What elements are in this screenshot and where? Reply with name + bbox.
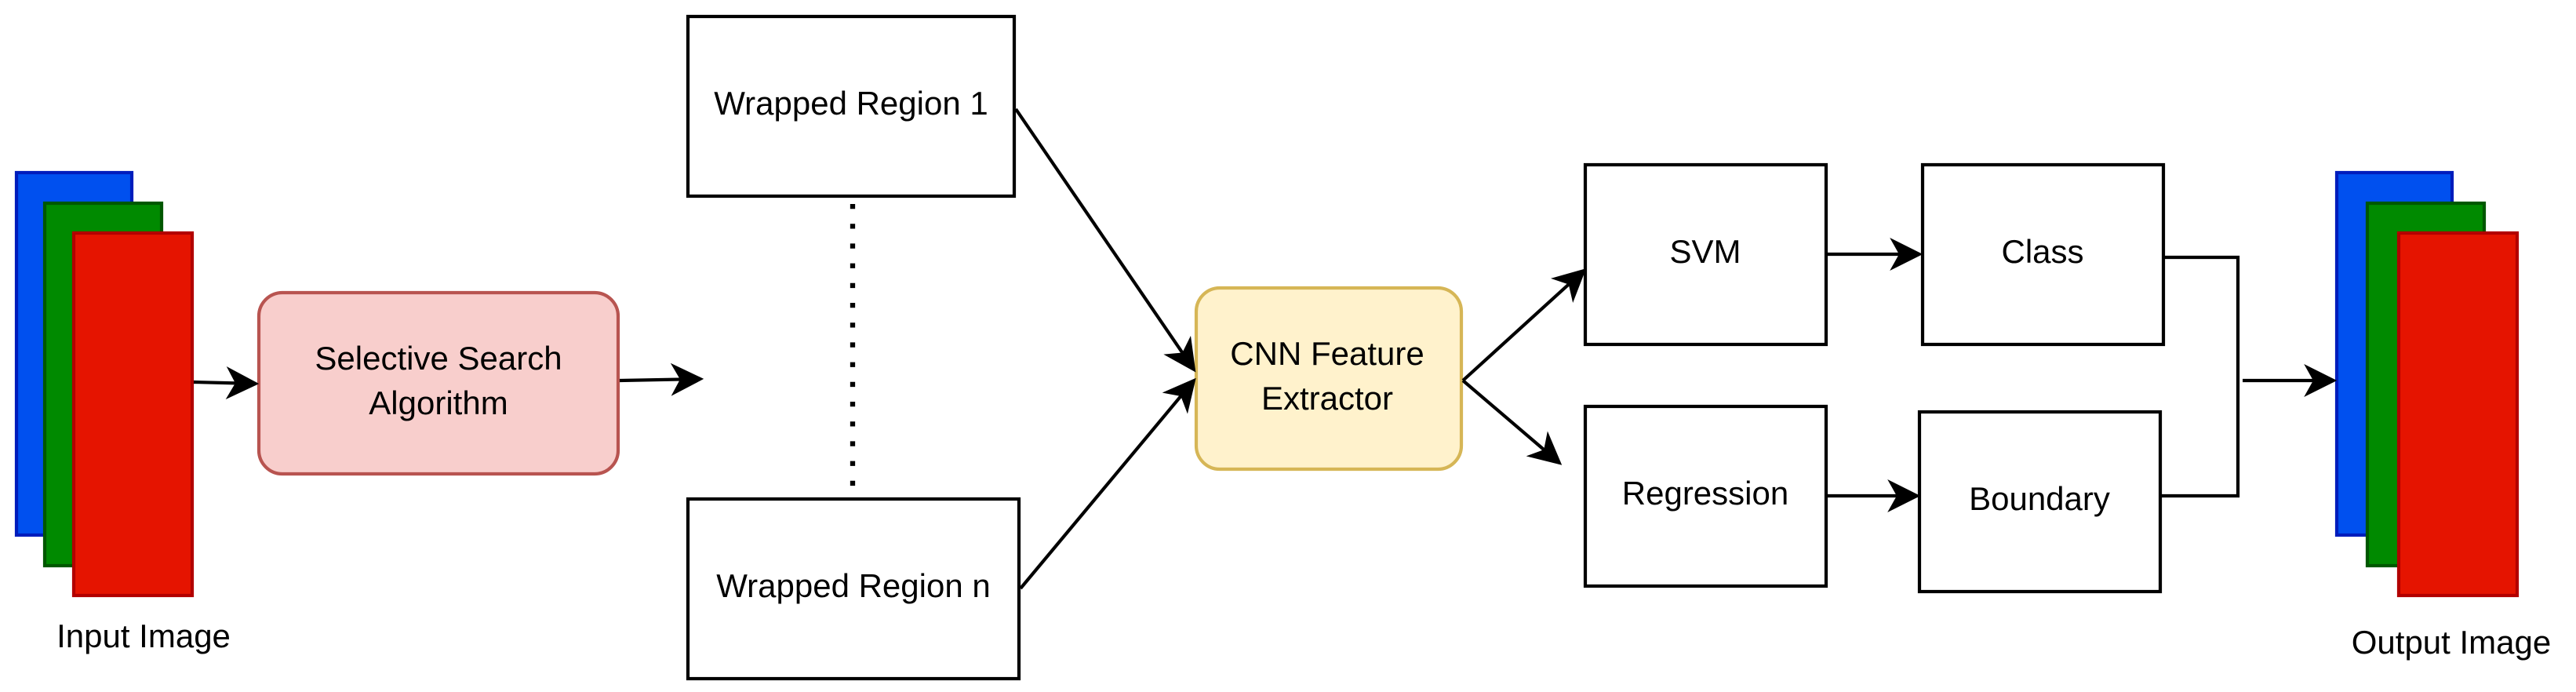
arrow-region-1-to-cnn <box>1014 107 1196 373</box>
wrapped-region-n-label: Wrapped Region n <box>716 567 990 604</box>
wrapped-region-n-node: Wrapped Region n <box>686 497 1021 681</box>
wrapped-region-1-label: Wrapped Region 1 <box>714 85 988 122</box>
regression-label: Regression <box>1622 475 1788 512</box>
input-image-label: Input Image <box>56 617 231 654</box>
output-image-stack <box>2334 170 2520 598</box>
class-label: Class <box>2001 233 2083 270</box>
input-layer-red <box>71 231 195 598</box>
arrow-input-to-selective-search <box>193 366 260 400</box>
arrow-cnn-to-svm <box>1461 268 1587 382</box>
wrapped-region-n-box <box>686 497 1021 681</box>
regression-node: Regression <box>1583 404 1828 588</box>
class-node: Class <box>1920 162 2166 347</box>
selective-search-label-line2: Algorithm <box>369 384 508 421</box>
boundary-label: Boundary <box>1969 480 2110 517</box>
regression-box <box>1583 404 1828 588</box>
connector-class-to-merge <box>2162 255 2240 498</box>
arrow-selective-search-to-regions <box>619 362 704 396</box>
selective-search-label-line1: Selective Search <box>315 340 562 377</box>
input-image-stack <box>14 170 195 598</box>
cnn-label-line2: Extractor <box>1261 380 1393 417</box>
svm-box <box>1583 162 1828 347</box>
cnn-feature-extractor-box <box>1194 286 1464 472</box>
arrow-cnn-to-regression <box>1461 379 1563 465</box>
output-layer-red <box>2396 231 2520 598</box>
wrapped-region-1-box <box>686 14 1017 198</box>
output-image-label: Output Image <box>2352 624 2551 661</box>
svm-label: SVM <box>1669 233 1741 270</box>
cnn-feature-extractor-node: CNN Feature Extractor <box>1194 286 1464 472</box>
arrow-region-n-to-cnn <box>1019 377 1196 590</box>
selective-search-box <box>257 290 620 476</box>
selective-search-node: Selective Search Algorithm <box>257 290 620 476</box>
wrapped-region-1-node: Wrapped Region 1 <box>686 14 1017 198</box>
class-box <box>1920 162 2166 347</box>
svm-node: SVM <box>1583 162 1828 347</box>
cnn-label-line1: CNN Feature <box>1230 335 1424 372</box>
boundary-node: Boundary <box>1917 410 2163 594</box>
